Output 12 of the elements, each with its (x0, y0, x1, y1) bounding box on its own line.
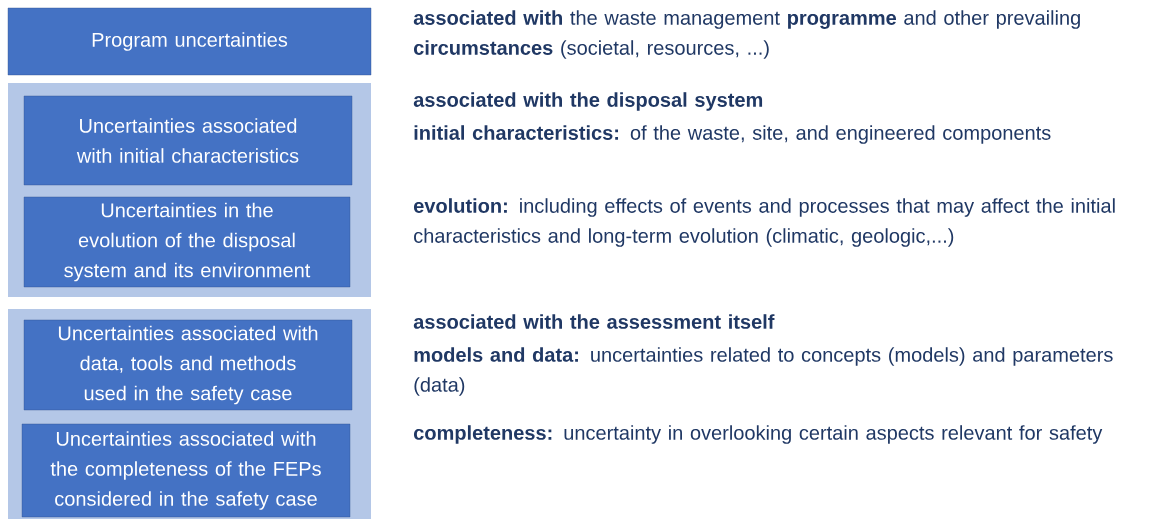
section-heading: associated with the disposal system (413, 92, 763, 111)
category-box: Uncertainties associated with data, tools and methods used in the safety case (23, 319, 353, 411)
heading-box: Program uncertainties (7, 7, 372, 76)
description-text: associated with the waste management programme and other prevailing circumstances (societal, resources, ...) (413, 10, 1080, 59)
category-box: Uncertainties in the evolution of the disposal system and its environment (23, 196, 351, 288)
description-text: evolution: including effects of events and processes that may affect the initial characteristics and long-term evolution (climatic, geologic,...) (414, 198, 1115, 247)
description-text: completeness: uncertainty in overlooking certain aspects relevant for safety (414, 425, 1103, 444)
description-text: models and data: uncertainties related to concepts (models) and parameters (data) (414, 347, 1113, 396)
description-text: initial characteristics: of the waste, site, and engineered components (414, 125, 1051, 144)
category-box: Uncertainties associated with the completeness of the FEPs considered in the safety case (21, 423, 351, 518)
category-box: Uncertainties associated with initial characteristics (23, 95, 353, 186)
section-heading: associated with the assessment itself (413, 314, 775, 329)
